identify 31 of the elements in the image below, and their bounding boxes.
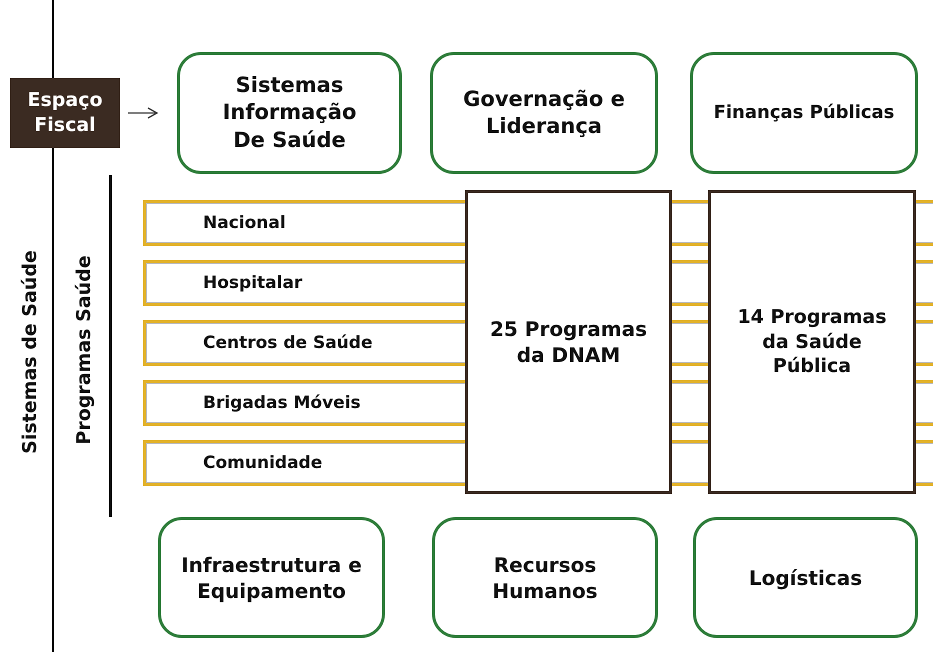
rounded-box [432, 517, 658, 638]
program-bar [143, 380, 465, 426]
node-text: Finanças Públicas [714, 101, 894, 125]
arrow [128, 107, 158, 119]
program-bar [143, 440, 465, 486]
rounded-box [690, 52, 918, 174]
node-text: Comunidade [203, 452, 322, 474]
node-text: Centros de Saúde [203, 332, 372, 354]
program-bar [143, 200, 465, 246]
node-text: Recursos Humanos [491, 552, 599, 604]
node-text: Governação e Liderança [462, 86, 626, 140]
program-bar [143, 260, 465, 306]
rounded-box [177, 52, 402, 174]
node-text: Logísticas [748, 564, 862, 590]
rounded-box [693, 517, 918, 638]
rounded-box [430, 52, 658, 174]
program-bar [143, 320, 465, 366]
node-text: 25 Programas da DNAM [489, 316, 648, 368]
node-text: Hospitalar [203, 272, 302, 294]
fiscal-box [10, 78, 120, 148]
program-box [465, 190, 672, 494]
node-text: Brigadas Móveis [203, 392, 361, 414]
rounded-box [158, 517, 385, 638]
vertical-label: Sistemas de Saúde [19, 250, 41, 454]
node-text: Sistemas Informação De Saúde [222, 72, 358, 154]
node-text: Infraestrutura e Equipamento [180, 552, 363, 604]
node-text: Nacional [203, 212, 286, 234]
node-text: Espaço Fiscal [26, 88, 104, 138]
vertical-label: Programas Saúde [73, 255, 95, 445]
node-text: 14 Programas da Saúde Pública [736, 304, 888, 380]
program-box [708, 190, 916, 494]
